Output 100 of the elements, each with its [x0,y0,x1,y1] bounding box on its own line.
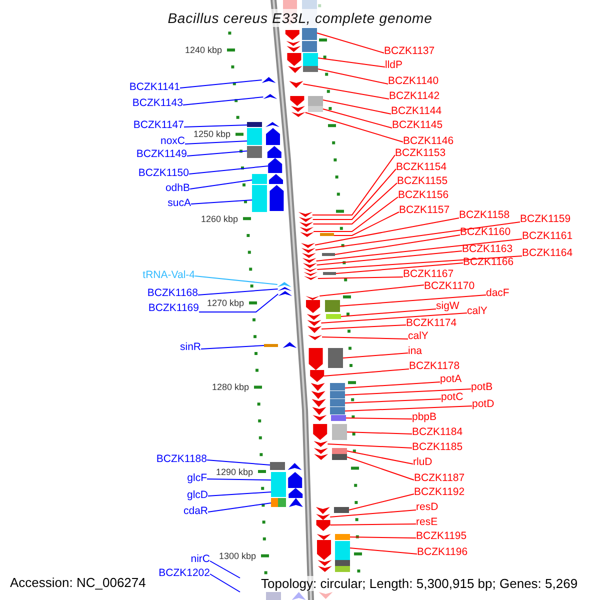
gene-label: BCZK1202 [158,567,210,579]
scale-label: 1260 kbp [200,214,238,224]
leader-line [198,288,278,296]
gene-label: lldP [385,59,403,71]
gene-feature [314,454,347,460]
gene-label: BCZK1149 [136,148,187,160]
leader-line [302,84,390,100]
gene-feature [304,276,318,280]
gene-feature [271,498,303,507]
gene-label: BCZK1196 [417,546,468,558]
gene-feature [288,66,318,73]
accession-note: Accession: NC_006274 [10,574,146,590]
gene-feature [316,534,350,540]
leader-line [186,150,248,156]
gene-label: cdaR [183,505,208,517]
gene-label: BCZK1156 [398,189,449,201]
gene-feature [277,282,292,287]
leader-line [344,388,472,396]
leader-line [344,382,440,388]
leader-line [322,336,408,340]
scale-label: 1280 kbp [212,382,249,392]
leader-line [314,222,520,250]
gene-feature [271,488,303,498]
genome-stats-note: Topology: circular; Length: 5,300,915 bp; Genes: 5,269 [261,576,578,590]
gene-feature [289,81,304,88]
leader-line [318,68,388,84]
gene-feature [252,185,284,212]
leader-line [208,492,272,496]
gene-feature [312,399,345,407]
gene-label: calY [467,305,488,317]
gene-label: BCZK1137 [384,45,435,57]
gene-feature [301,243,315,248]
leader-line [327,444,412,448]
gene-label: BCZK1157 [399,204,450,216]
leader-line [334,234,460,255]
gene-feature [308,348,343,370]
leader-line [190,180,252,190]
gene-feature [306,300,340,313]
gene-label: BCZK1154 [396,161,447,173]
leader-line [304,112,404,142]
gene-feature [318,560,350,566]
gene-feature [271,472,302,488]
gene-feature [268,158,282,173]
leader-line [336,262,464,274]
leader-line [313,196,398,232]
gene-label: BCZK1159 [520,213,571,225]
gene-label: BCZK1144 [391,105,442,117]
gene-label: calY [408,330,428,342]
gene-feature [316,514,330,520]
gene-feature [311,391,345,399]
gene-label: BCZK1178 [409,360,460,372]
leader-line [190,200,252,204]
gene-label: BCZK1142 [389,90,440,102]
leader-line [206,460,270,466]
leader-line [350,536,416,538]
leader-line [184,140,248,144]
scale-label: 1240 kbp [184,45,222,55]
leader-line [342,352,408,358]
leader-line [210,560,240,578]
gene-feature [287,53,318,66]
gene-feature [302,263,317,268]
gene-feature [300,232,334,237]
leader-line [316,238,522,262]
leader-line [210,574,240,592]
gene-label: potC [441,391,464,403]
gene-feature [291,106,323,112]
gene-label: dacF [486,287,510,299]
leader-line [316,256,522,270]
leader-line [208,502,272,512]
leader-line [344,406,472,412]
gene-label: sigW [436,300,460,312]
leader-line [348,494,414,510]
leader-line [312,154,396,216]
gene-feature [301,248,316,253]
leader-line [319,284,424,296]
gene-label: BCZK1195 [416,530,467,542]
gene-label: BCZK1146 [403,135,454,147]
gene-label: potA [440,373,462,385]
leader-line [194,276,278,285]
gene-feature [318,566,350,572]
leader-line [344,398,442,404]
gene-label: noxC [160,135,185,147]
leader-line [316,32,384,54]
gene-label: BCZK1161 [522,230,573,242]
gene-feature [317,540,350,560]
gene-label: tRNA-Val-4 [142,269,195,281]
gene-label: BCZK1158 [459,209,510,221]
leader-line [334,212,400,236]
gene-label: BCZK1192 [414,486,465,498]
gene-feature [312,407,345,415]
gene-label: BCZK1166 [463,256,514,268]
leader-line [188,166,269,174]
gene-label: resD [416,501,438,513]
leader-line [346,418,412,420]
gene-label: BCZK1160 [460,226,511,238]
gene-feature [314,448,347,454]
gene-feature [247,146,282,158]
gene-label: BCZK1155 [397,175,448,187]
gene-label: BCZK1168 [147,287,198,299]
gene-label: sinR [180,341,201,353]
